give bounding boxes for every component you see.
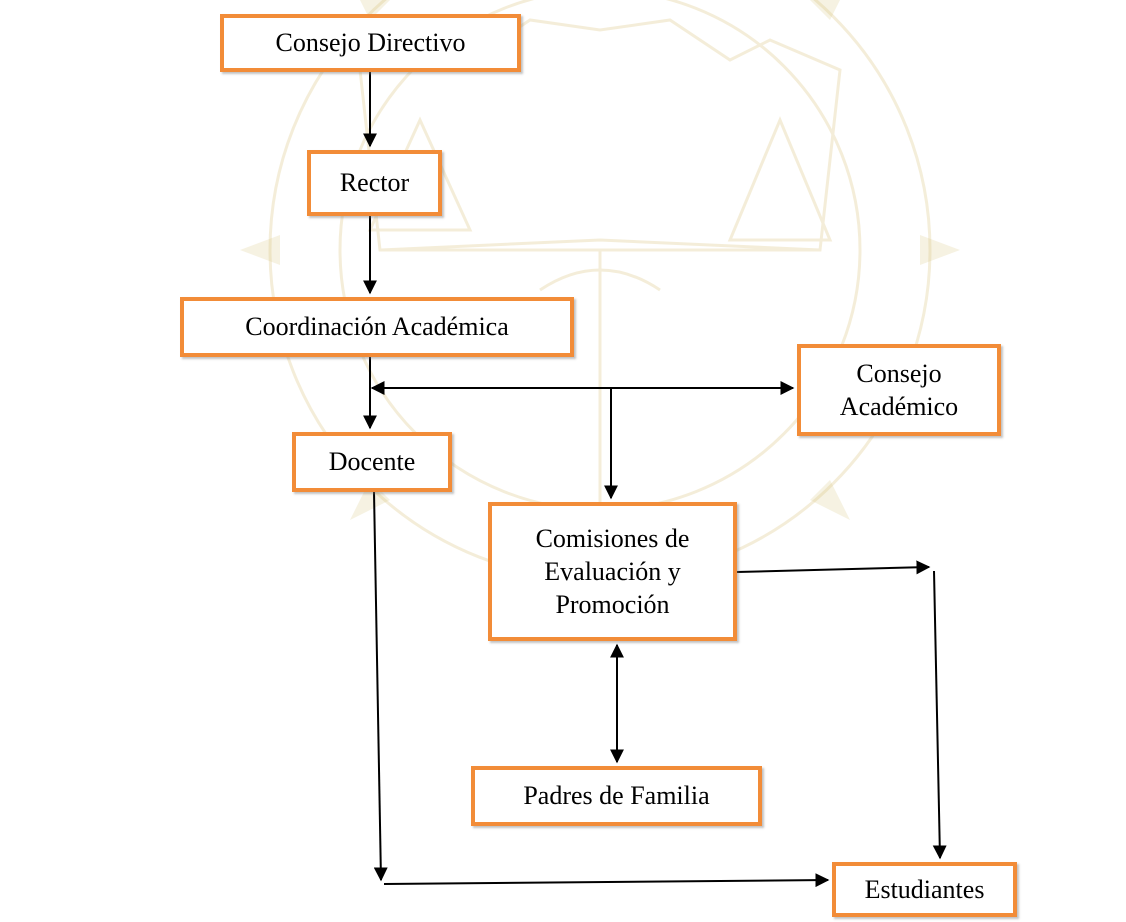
node-consejo-academico: Consejo Académico [797,344,1001,436]
arrow-docente-to-bottom [373,491,388,882]
node-label-comisiones: Comisiones de Evaluación y Promoción [535,523,690,620]
arrow-right-to-estudiantes [932,570,947,860]
node-coordinacion-academica: Coordinación Académica [180,297,574,357]
node-label-rector: Rector [339,168,410,198]
node-docente: Docente [292,432,452,492]
node-label-estudiantes: Estudiantes [864,874,985,904]
node-label-docente: Docente [328,447,416,477]
node-label-coordinacion-academica: Coordinación Académica [245,312,509,342]
node-consejo-directivo: Consejo Directivo [220,14,521,72]
node-comisiones-evaluacion-promocion: Comisiones de Evaluación y Promoción [488,502,737,641]
node-label-consejo-directivo: Consejo Directivo [275,28,466,58]
node-label-consejo-academico: Consejo Académico [839,358,959,421]
node-estudiantes: Estudiantes [832,862,1017,917]
arrow-bottom-to-estudiantes [383,873,830,888]
node-rector: Rector [307,150,442,216]
node-padres-de-familia: Padres de Familia [471,766,762,826]
node-label-padres-de-familia: Padres de Familia [523,781,710,811]
arrow-comisiones-right [736,560,931,575]
